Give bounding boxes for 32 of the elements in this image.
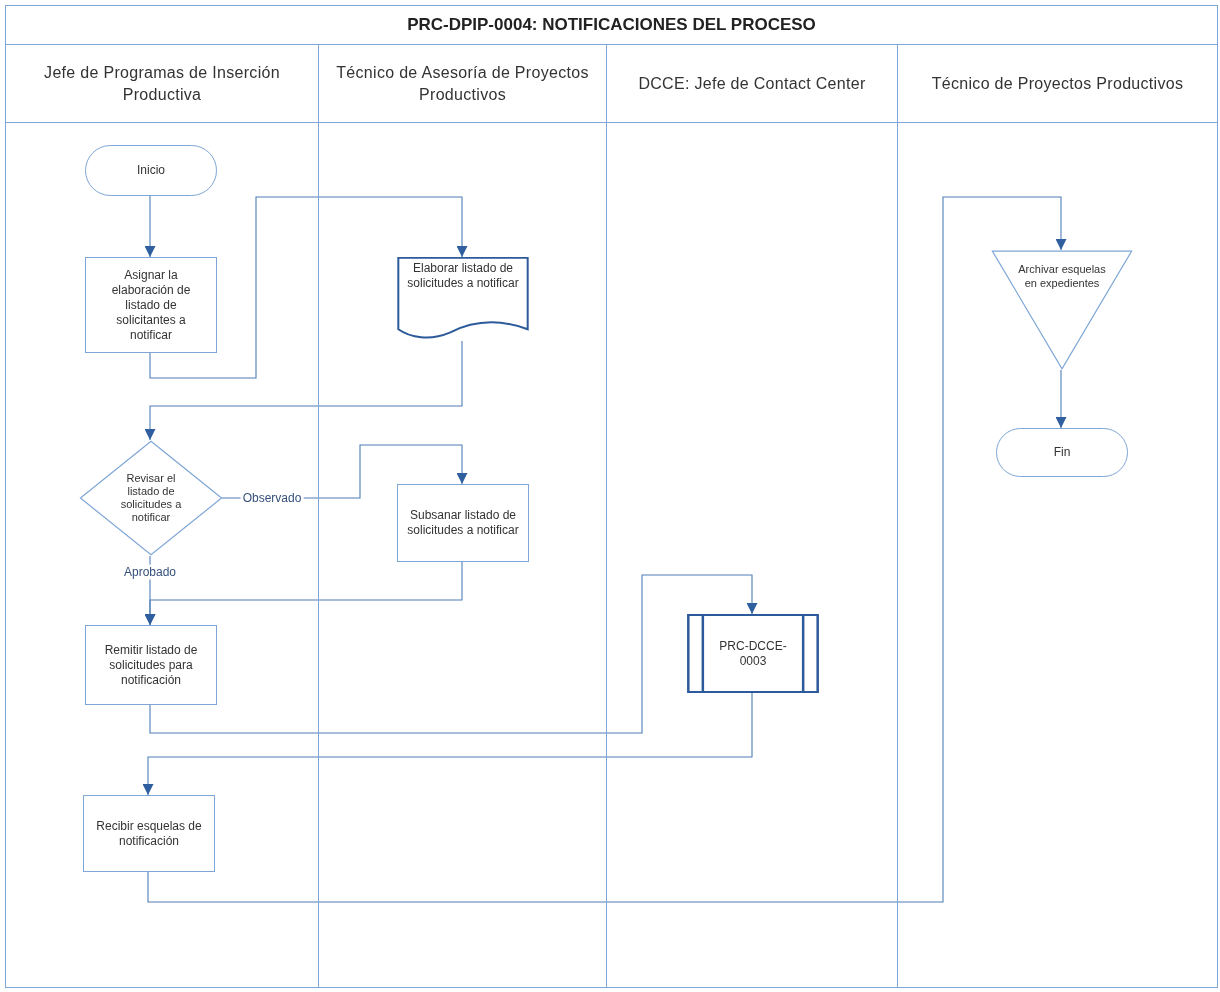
connector-arrow <box>142 692 753 796</box>
edge-label: Aprobado <box>122 564 178 580</box>
diagram-title: PRC-DPIP-0004: NOTIFICACIONES DEL PROCESO <box>407 14 816 37</box>
connector-arrow <box>144 561 463 626</box>
step-label: Recibir esquelas de notificación <box>95 818 203 849</box>
process-box <box>85 625 217 705</box>
lane-heading: Técnico de Proyectos Productivos <box>931 73 1184 94</box>
connector-arrow <box>149 574 758 734</box>
swimlane <box>606 45 897 988</box>
lane-heading: Técnico de Asesoría de Proyectos Productivos <box>335 62 590 105</box>
process-box <box>83 795 215 872</box>
step-label: Remitir listado de solicitudes para notificación <box>103 642 199 688</box>
step-label: Revisar el listado de solicitudes a notificar <box>119 472 183 524</box>
connector-arrow <box>1055 369 1067 429</box>
process-box <box>397 484 529 562</box>
connector-arrow <box>147 196 1067 903</box>
swimlane <box>897 45 1218 988</box>
process-box <box>85 257 217 353</box>
lane-heading: DCCE: Jefe de Contact Center <box>638 73 866 94</box>
connector-arrow <box>144 340 463 441</box>
lane-heading: Jefe de Programas de Inserción Productiva <box>43 62 281 105</box>
swimlane <box>5 45 318 988</box>
step-label: Subsanar listado de solicitudes a notificar <box>406 508 520 538</box>
step-label: Fin <box>1053 445 1071 460</box>
step-label: Asignar la elaboración de listado de solicitantes a notificar <box>110 267 192 343</box>
step-label: Inicio <box>137 163 165 178</box>
swimlane <box>318 45 606 988</box>
connector-arrow <box>144 195 156 258</box>
step-label: PRC-DCCE-0003 <box>718 638 788 669</box>
step-label: Archivar esquelas en expedientes <box>1017 262 1107 290</box>
connector-arrow <box>149 196 468 379</box>
step-label: Elaborar listado de solicitudes a notificar <box>406 261 520 291</box>
